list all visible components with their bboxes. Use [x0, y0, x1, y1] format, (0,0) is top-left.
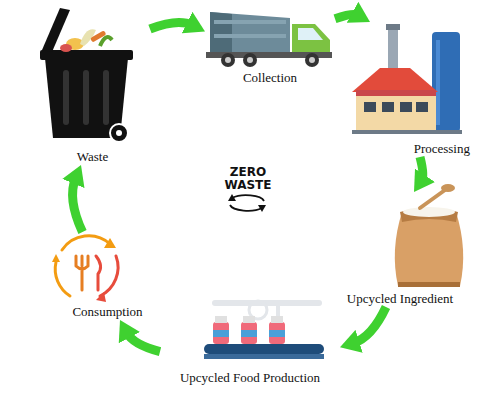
- cycle-arrow: [420, 157, 423, 180]
- garbage-truck: [206, 12, 332, 67]
- stage-label: Processing: [414, 142, 470, 157]
- stage-label: Upcycled Ingredient: [347, 292, 453, 307]
- center-logo-text: ZERO WASTE: [222, 166, 274, 191]
- stage-label: Consumption: [72, 305, 142, 320]
- cycle-arrow: [150, 22, 192, 29]
- recycle-arrows: [228, 194, 266, 212]
- cycle-stage: Consumption: [45, 232, 170, 320]
- cycle-arrow: [127, 332, 160, 351]
- cycle-stage: Upcycled Food Production: [160, 300, 340, 386]
- cycle-stage: Processing: [345, 22, 470, 157]
- cycle-arrow: [73, 178, 83, 232]
- cycle-arrow: [335, 14, 358, 18]
- stage-label: Upcycled Food Production: [180, 371, 320, 386]
- ingredient-sack: [395, 184, 463, 287]
- processing-plant: [352, 24, 462, 134]
- consumption-icon: [52, 236, 118, 302]
- cycle-stage: Upcycled Ingredient: [330, 192, 470, 307]
- cycle-arrow: [353, 307, 386, 343]
- cycle-stage: Waste: [35, 5, 150, 165]
- production-line: [204, 300, 324, 359]
- trash-bin: [40, 8, 133, 142]
- cycle-stage: Collection: [205, 2, 335, 86]
- stage-label: Waste: [77, 150, 108, 165]
- stage-label: Collection: [243, 71, 297, 86]
